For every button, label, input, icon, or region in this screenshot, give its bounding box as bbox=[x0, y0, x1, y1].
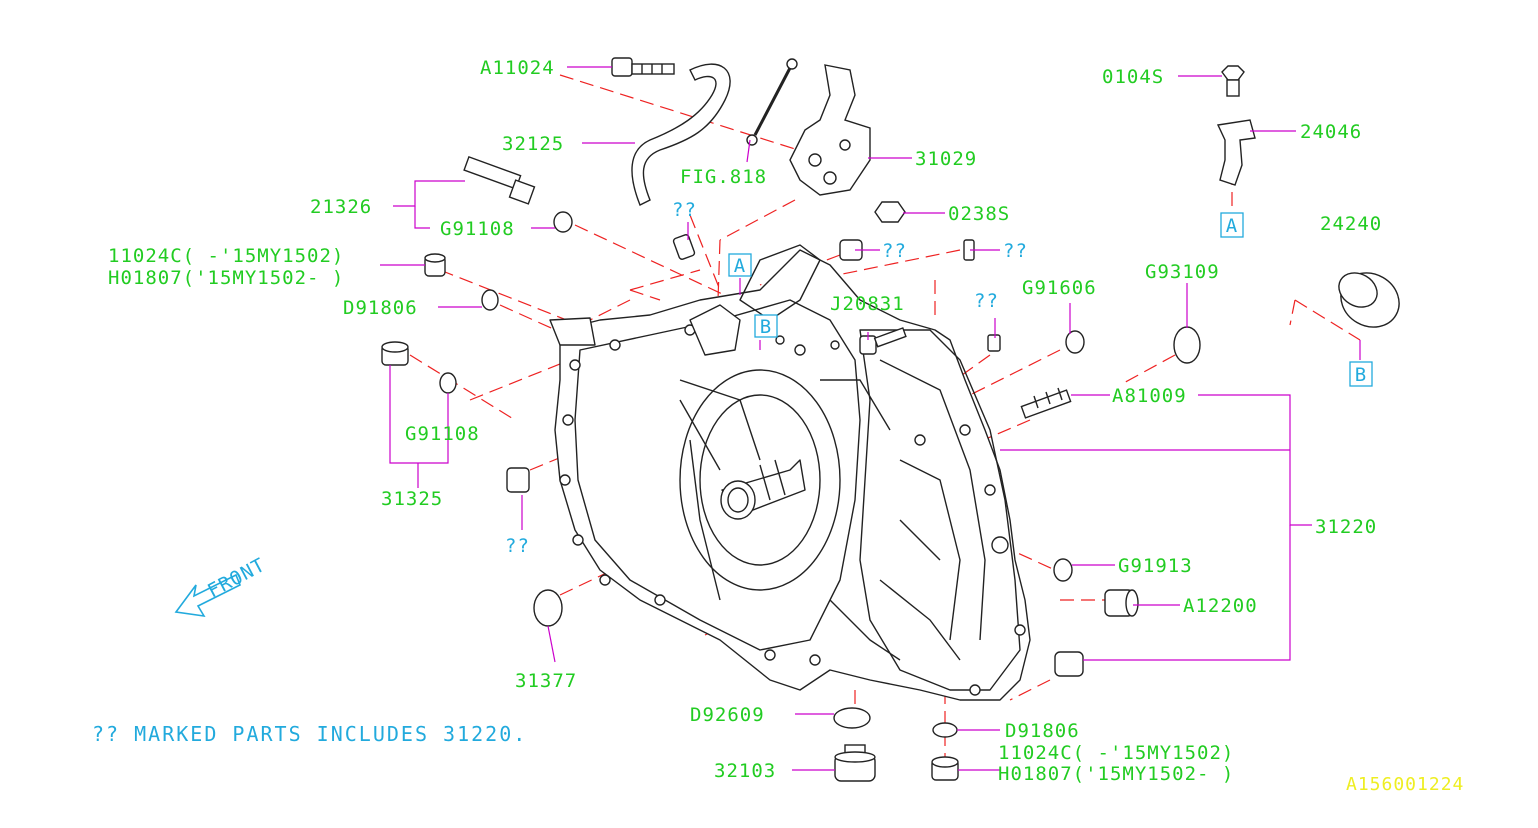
washer-d91806-top bbox=[481, 289, 499, 311]
leader-lines bbox=[380, 66, 1361, 771]
plug-11024c-bot-shape bbox=[931, 756, 959, 781]
rod-fig818-shape bbox=[746, 58, 798, 146]
plug-31325-shape bbox=[381, 341, 409, 366]
cap-24240-shape bbox=[1338, 272, 1400, 328]
marker-q4: ?? bbox=[974, 290, 999, 312]
reference-boxes bbox=[728, 212, 1373, 387]
transmission-case bbox=[549, 244, 1031, 701]
label-j20831: J20831 bbox=[830, 293, 905, 315]
label-32125: 32125 bbox=[502, 133, 564, 155]
label-32103: 32103 bbox=[714, 760, 776, 782]
front-arrow-icon bbox=[174, 573, 242, 618]
bolt-a11024-shape bbox=[611, 57, 675, 77]
part-labels: A11024 32125 FIG.818 31029 0238S 21326 G… bbox=[108, 57, 1382, 785]
washer-g91606 bbox=[1065, 330, 1085, 354]
label-31220: 31220 bbox=[1315, 516, 1377, 538]
marker-q1: ?? bbox=[672, 199, 697, 221]
label-g91913: G91913 bbox=[1118, 555, 1193, 577]
plug-a12200-shape bbox=[1104, 589, 1139, 617]
washer-g93109 bbox=[1173, 326, 1201, 364]
label-0238s: 0238S bbox=[948, 203, 1010, 225]
stud-a81009-shape bbox=[1020, 387, 1072, 419]
label-11024c-bot: 11024C( -'15MY1502) bbox=[998, 742, 1234, 764]
label-0104s: 0104S bbox=[1102, 66, 1164, 88]
switch-21326-shape bbox=[463, 155, 536, 205]
marker-q2: ?? bbox=[882, 240, 907, 262]
nut-0238s-shape bbox=[874, 201, 906, 223]
label-g91606: G91606 bbox=[1022, 277, 1097, 299]
label-31325: 31325 bbox=[381, 488, 443, 510]
washer-g91108-mid bbox=[439, 372, 457, 394]
label-a81009: A81009 bbox=[1112, 385, 1187, 407]
washer-d92609 bbox=[833, 707, 871, 729]
label-24046: 24046 bbox=[1300, 121, 1362, 143]
marker-q3: ?? bbox=[1003, 240, 1028, 262]
label-21326: 21326 bbox=[310, 196, 372, 218]
washer-31377 bbox=[533, 589, 563, 627]
diagram-reference-id: A156001224 bbox=[1346, 774, 1464, 795]
label-11024c-top: 11024C( -'15MY1502) bbox=[108, 245, 344, 267]
washer-g91913 bbox=[1053, 558, 1073, 582]
front-label: FRONT bbox=[204, 554, 269, 603]
label-fig818: FIG.818 bbox=[680, 166, 767, 188]
diagram-note: ?? MARKED PARTS INCLUDES 31220. bbox=[92, 722, 527, 746]
hose-32125-shape bbox=[631, 63, 731, 206]
box-a-clip: A bbox=[1226, 215, 1238, 237]
label-h01807-top: H01807('15MY1502- ) bbox=[108, 267, 344, 289]
label-g91108-top: G91108 bbox=[440, 218, 515, 240]
box-b-cap: B bbox=[1355, 364, 1367, 386]
label-a12200: A12200 bbox=[1183, 595, 1258, 617]
label-24240: 24240 bbox=[1320, 213, 1382, 235]
label-d91806-bot: D91806 bbox=[1005, 720, 1080, 742]
plug-32103-shape bbox=[834, 744, 876, 782]
label-h01807-bot: H01807('15MY1502- ) bbox=[998, 763, 1234, 785]
label-g93109: G93109 bbox=[1145, 261, 1220, 283]
label-d92609: D92609 bbox=[690, 704, 765, 726]
front-arrow: FRONT bbox=[174, 554, 269, 618]
label-31029: 31029 bbox=[915, 148, 977, 170]
included-part-markers: ?? ?? ?? ?? ?? bbox=[505, 199, 1028, 557]
label-31377: 31377 bbox=[515, 670, 577, 692]
plug-11024c-top-shape bbox=[424, 253, 446, 277]
washer-g91108-top bbox=[553, 211, 573, 233]
label-a11024: A11024 bbox=[480, 57, 555, 79]
small-parts bbox=[381, 57, 1400, 782]
label-d91806-top: D91806 bbox=[343, 297, 418, 319]
box-b-case: B bbox=[760, 316, 772, 338]
bolt-0104s-shape bbox=[1221, 65, 1245, 97]
label-g91108-mid: G91108 bbox=[405, 423, 480, 445]
washer-d91806-bot bbox=[932, 722, 958, 738]
clip-24046-shape bbox=[1216, 119, 1256, 186]
marker-q5: ?? bbox=[505, 535, 530, 557]
box-a-case: A bbox=[734, 255, 746, 277]
